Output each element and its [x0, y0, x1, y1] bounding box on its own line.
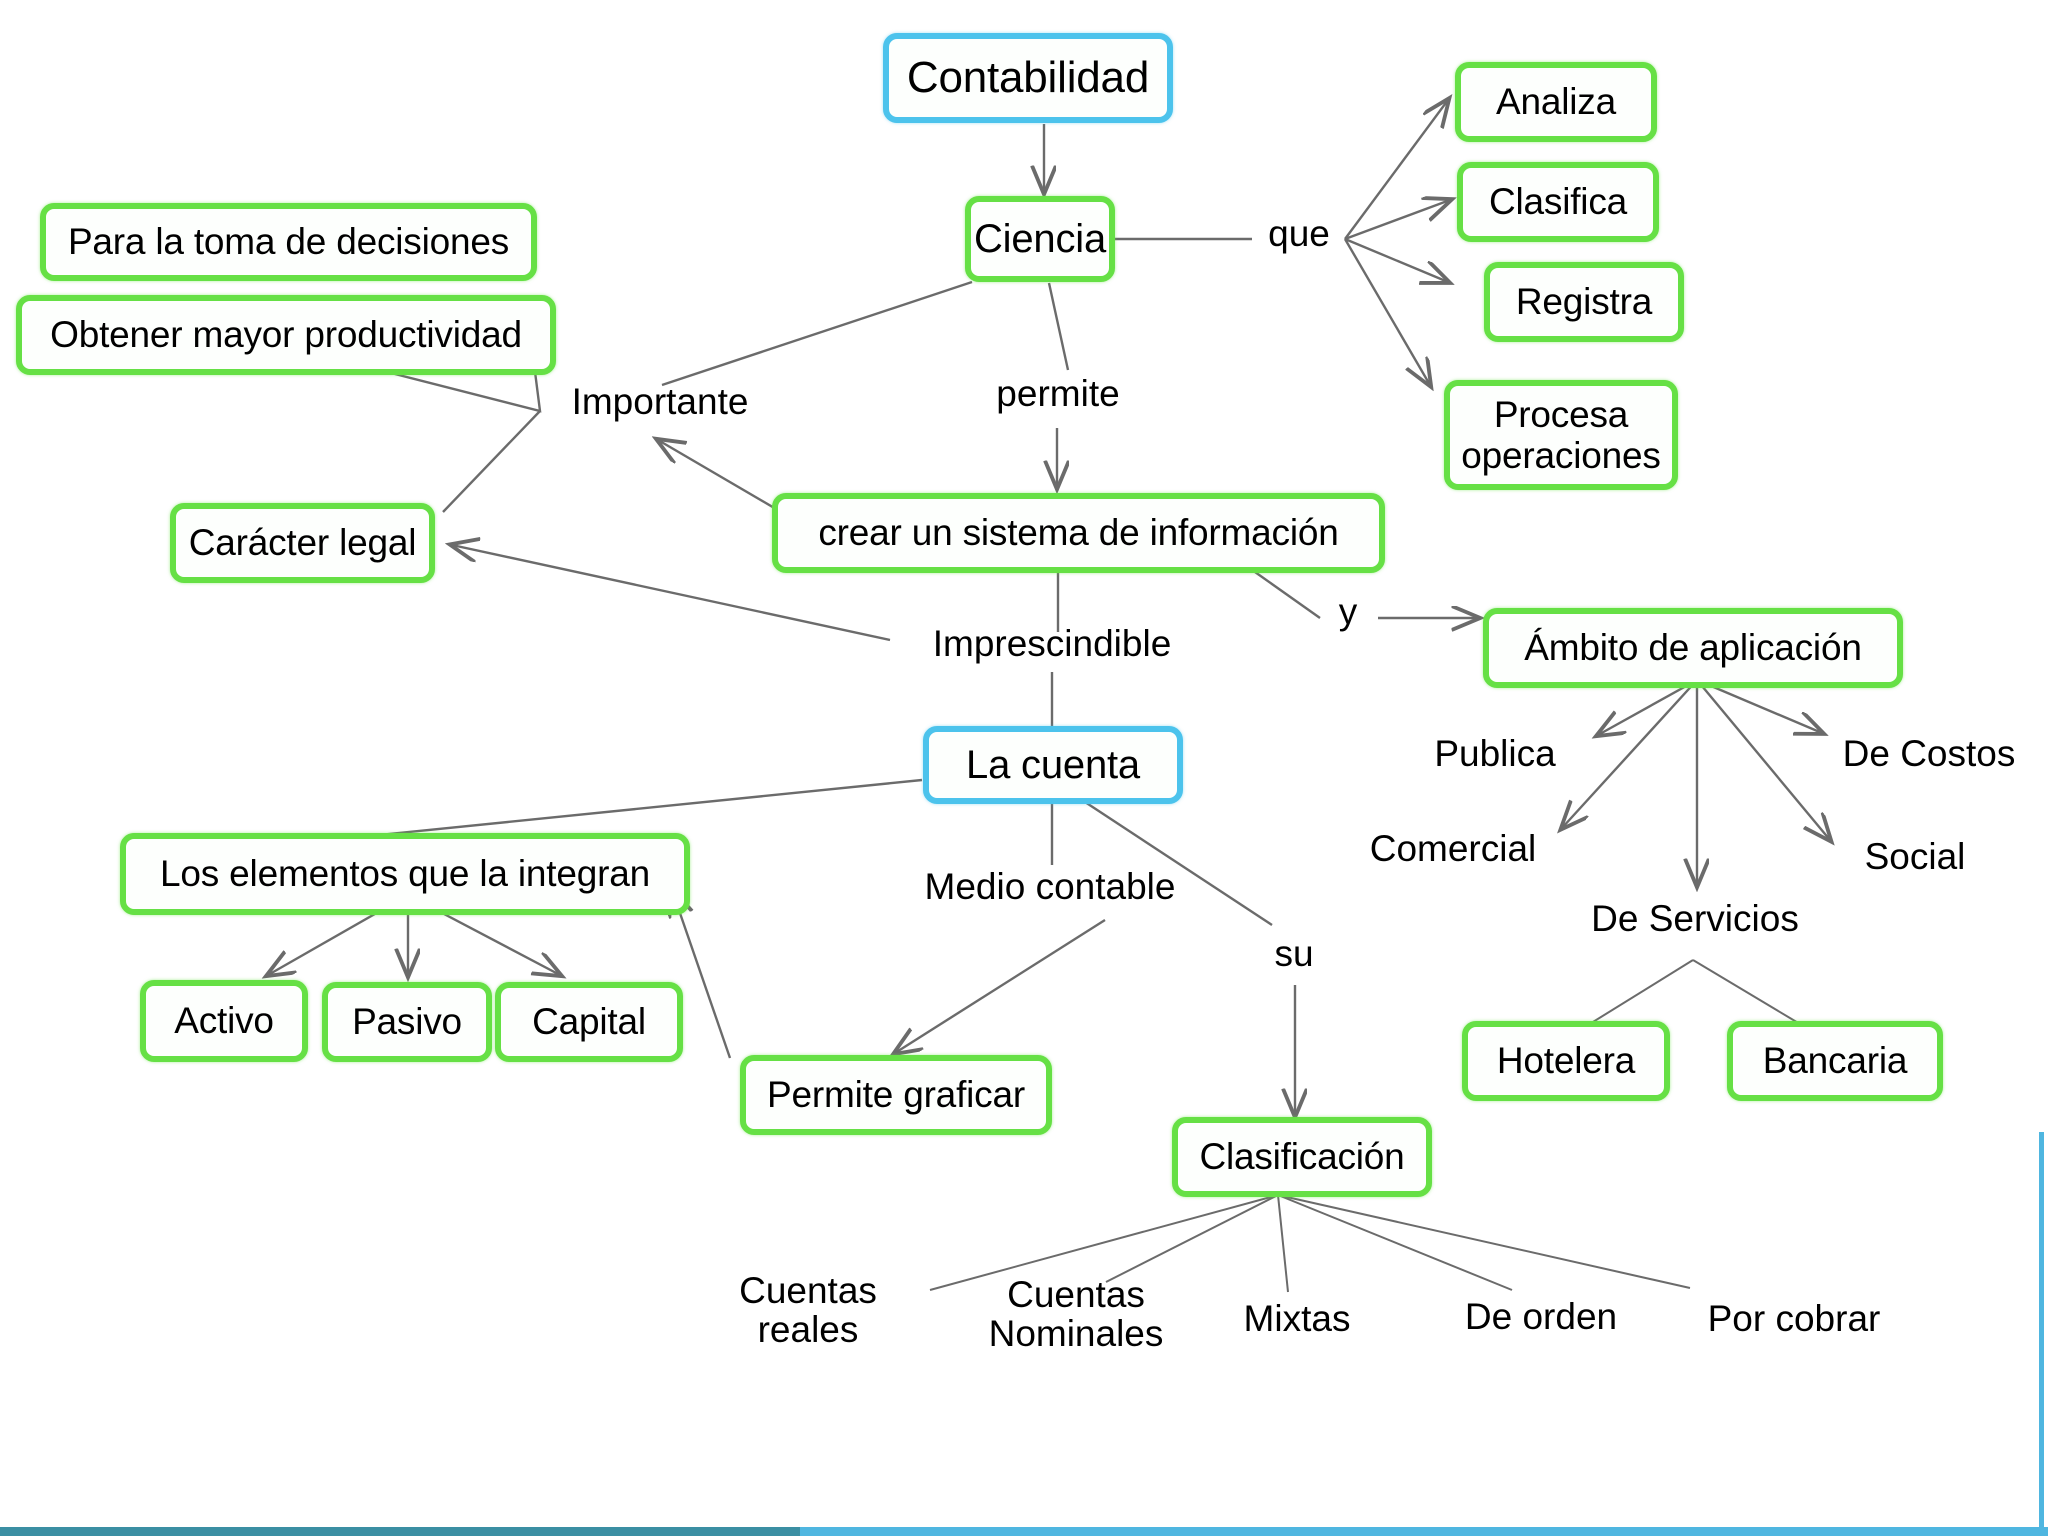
- edge-ciencia-permite: [1047, 282, 1070, 371]
- right-edge-rule: [2039, 1132, 2044, 1530]
- edge-que-clasifica: [1344, 200, 1450, 241]
- label-cuentas-nominales: Cuentas Nominales: [988, 1274, 1164, 1354]
- edge-medio-graficar: [895, 918, 1106, 1053]
- node-capital[interactable]: Capital: [495, 982, 683, 1062]
- node-bancaria[interactable]: Bancaria: [1727, 1021, 1943, 1101]
- link-label-que: que: [1268, 213, 1330, 254]
- edge-servicios-hotelera: [1579, 959, 1694, 1031]
- label-publica: Publica: [1434, 733, 1556, 774]
- node-para-la-toma-de-decisiones[interactable]: Para la toma de decisiones: [40, 203, 537, 281]
- edge-clasificacion-cuentas-nominales: [1105, 1194, 1279, 1283]
- label-por-cobrar: Por cobrar: [1707, 1298, 1881, 1339]
- node-la-cuenta[interactable]: La cuenta: [923, 726, 1183, 804]
- node-registra[interactable]: Registra: [1484, 262, 1684, 342]
- node-clasifica[interactable]: Clasifica: [1457, 162, 1659, 242]
- edge-sistema-y: [1254, 571, 1321, 619]
- label-comercial: Comercial: [1369, 828, 1537, 869]
- label-de-servicios: De Servicios: [1591, 898, 1799, 939]
- node-crear-un-sistema-de-informacion[interactable]: crear un sistema de información: [772, 493, 1385, 573]
- link-label-y: y: [1338, 591, 1358, 632]
- edge-clasificacion-mixtas: [1277, 1194, 1289, 1293]
- edge-que-procesa: [1343, 238, 1430, 385]
- node-obtener-mayor-productividad[interactable]: Obtener mayor productividad: [16, 295, 556, 375]
- edge-ambito-publica: [1598, 678, 1698, 735]
- node-ciencia[interactable]: Ciencia: [965, 196, 1115, 282]
- link-label-permite: permite: [996, 373, 1120, 414]
- label-cuentas-reales: Cuentas reales: [739, 1270, 877, 1350]
- edge-cuenta-elementos: [329, 778, 923, 842]
- label-de-costos: De Costos: [1842, 733, 2016, 774]
- bottom-bar: [0, 1527, 2048, 1536]
- node-clasificacion[interactable]: Clasificación: [1172, 1117, 1432, 1197]
- label-medio-contable: Medio contable: [924, 866, 1176, 907]
- node-los-elementos-que-la-integran[interactable]: Los elementos que la integran: [120, 833, 690, 915]
- label-imprescindible: Imprescindible: [932, 623, 1172, 664]
- bottom-bar-right-segment: [800, 1527, 2048, 1536]
- node-hotelera[interactable]: Hotelera: [1462, 1021, 1670, 1101]
- node-ambito-de-aplicacion[interactable]: Ámbito de aplicación: [1483, 608, 1903, 688]
- label-mixtas: Mixtas: [1243, 1298, 1351, 1339]
- node-procesa-operaciones[interactable]: Procesa operaciones: [1444, 380, 1678, 490]
- node-pasivo[interactable]: Pasivo: [322, 982, 492, 1062]
- node-activo[interactable]: Activo: [140, 980, 308, 1062]
- link-label-su: su: [1274, 933, 1314, 974]
- edge-ciencia-importante: [661, 280, 973, 387]
- node-contabilidad[interactable]: Contabilidad: [883, 33, 1173, 123]
- edge-que-analiza: [1344, 100, 1448, 240]
- edge-ambito-social: [1696, 679, 1830, 840]
- label-importante: Importante: [571, 381, 749, 422]
- edge-decisiones-importante: [442, 410, 541, 513]
- edge-que-registra: [1344, 237, 1448, 282]
- node-permite-graficar[interactable]: Permite graficar: [740, 1055, 1052, 1135]
- node-caracter-legal[interactable]: Carácter legal: [170, 503, 435, 583]
- label-de-orden: De orden: [1464, 1296, 1618, 1337]
- label-social: Social: [1864, 836, 1966, 877]
- edge-clasificacion-por-cobrar: [1277, 1194, 1691, 1289]
- bottom-bar-left-segment: [0, 1527, 800, 1536]
- edge-servicios-bancaria: [1692, 959, 1811, 1031]
- edge-clasificacion-de-orden: [1277, 1194, 1513, 1291]
- node-analiza[interactable]: Analiza: [1455, 62, 1657, 142]
